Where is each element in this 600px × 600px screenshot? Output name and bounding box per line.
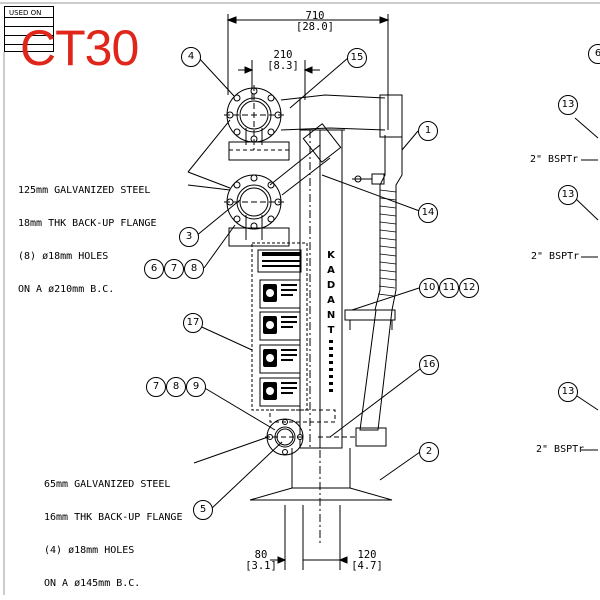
balloon-13-bottom: 13 <box>558 382 578 402</box>
overall-dimension: 710 [28.0] <box>290 11 340 33</box>
upper-note-line-2: 18mm THK BACK-UP FLANGE <box>18 218 157 229</box>
base-right-in: [4.7] <box>351 560 383 572</box>
balloon-5: 5 <box>193 500 213 520</box>
balloon-3: 3 <box>179 227 199 247</box>
lower-flange-note: 65mm GALVANIZED STEEL 16mm THK BACK-UP F… <box>44 457 182 600</box>
overall-dim-mm: 710 <box>305 10 325 22</box>
flange-offset-dimension: 210 [8.3] <box>258 50 308 72</box>
balloon-10: 10 <box>419 278 439 298</box>
used-on-table <box>4 18 54 52</box>
upper-note-line-1: 125mm GALVANIZED STEEL <box>18 185 151 196</box>
balloon-8b: 8 <box>166 377 186 397</box>
balloon-7: 7 <box>164 259 184 279</box>
upper-note-line-4: ON A ø210mm B.C. <box>18 284 115 295</box>
balloon-13-mid: 13 <box>558 185 578 205</box>
bspt-label-top: 2" BSPTr <box>530 154 579 165</box>
base-right-mm: 120 <box>357 549 377 561</box>
balloon-8: 8 <box>184 259 204 279</box>
svg-text:A: A <box>327 265 335 276</box>
lower-note-line-3: (4) ø18mm HOLES <box>44 545 135 556</box>
bspt-label-bottom: 2" BSPTr <box>536 444 585 455</box>
lower-note-line-2: 16mm THK BACK-UP FLANGE <box>44 512 183 523</box>
svg-text:A: A <box>327 295 335 306</box>
used-on-label: USED ON <box>4 6 54 18</box>
balloon-9: 9 <box>186 377 206 397</box>
lower-note-line-1: 65mm GALVANIZED STEEL <box>44 479 171 490</box>
svg-text:N: N <box>327 310 335 321</box>
svg-text:K: K <box>327 250 336 261</box>
balloon-13-top: 13 <box>558 95 578 115</box>
balloon-12: 12 <box>459 278 479 298</box>
lower-note-line-4: ON A ø145mm B.C. <box>44 578 141 589</box>
bspt-label-mid: 2" BSPTr <box>531 251 580 262</box>
balloon-14: 14 <box>418 203 438 223</box>
balloon-7b: 7 <box>146 377 166 397</box>
balloon-16: 16 <box>419 355 439 375</box>
balloon-11: 11 <box>439 278 459 298</box>
svg-text:T: T <box>328 325 335 336</box>
base-right-dimension: 120 [4.7] <box>342 550 392 572</box>
overall-dim-in: [28.0] <box>296 21 334 33</box>
base-left-dimension: 80 [3.1] <box>236 550 286 572</box>
upper-flange-note: 125mm GALVANIZED STEEL 18mm THK BACK-UP … <box>18 163 156 306</box>
balloon-6: 6 <box>144 259 164 279</box>
flange-offset-in: [8.3] <box>267 60 299 72</box>
base-left-mm: 80 <box>254 549 268 561</box>
svg-text:D: D <box>327 280 335 291</box>
balloon-4: 4 <box>181 47 201 67</box>
upper-note-line-3: (8) ø18mm HOLES <box>18 251 109 262</box>
base-left-in: [3.1] <box>245 560 277 572</box>
balloon-2: 2 <box>419 442 439 462</box>
flange-offset-mm: 210 <box>273 49 293 61</box>
balloon-15: 15 <box>347 48 367 68</box>
balloon-6-edge: 6 <box>588 44 600 64</box>
balloon-1: 1 <box>418 121 438 141</box>
drawing-title: CT30 <box>20 20 139 76</box>
balloon-17: 17 <box>183 313 203 333</box>
